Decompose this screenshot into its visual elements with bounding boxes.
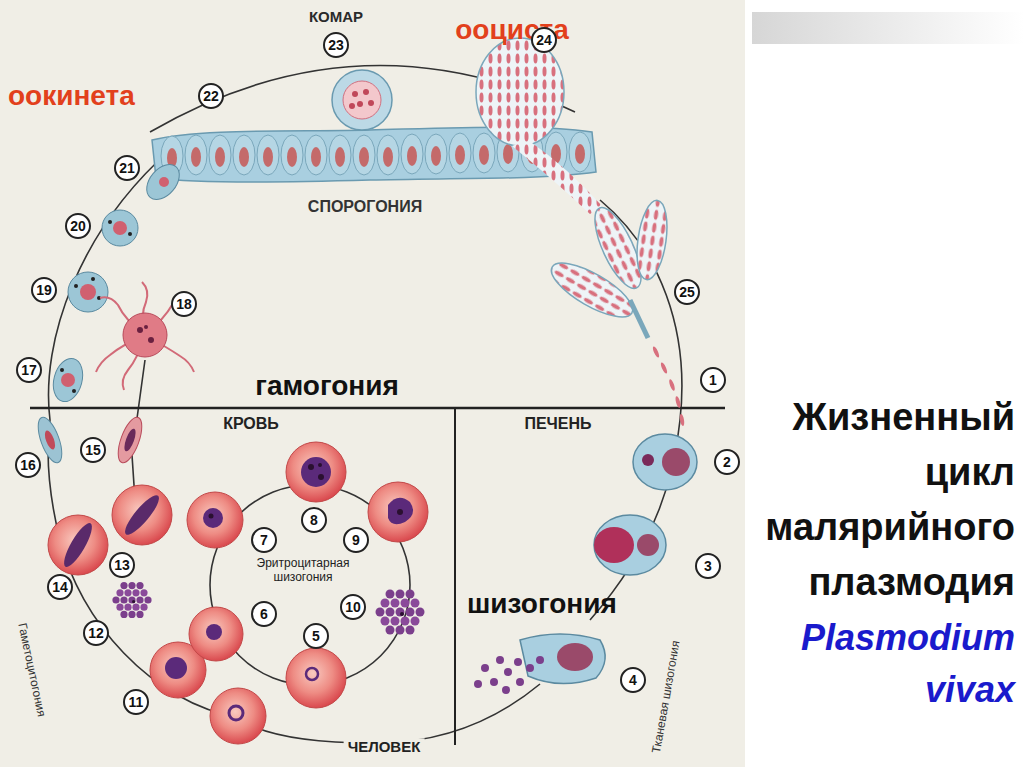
callout-number: 8 [301,507,327,533]
callout-number: 21 [114,155,140,181]
callout-number: 23 [323,32,349,58]
callout-number: 15 [80,437,106,463]
callout-number: 24 [531,27,557,53]
erythrocytic-cycle-cells [187,442,430,708]
stage-label: оокинета [8,80,135,112]
cycle-lines [48,66,682,743]
salivary-glands [544,198,685,426]
callout-number: 19 [31,277,57,303]
callout-number: 4 [620,667,646,693]
callout-number: 10 [340,594,366,620]
phase-label: СПОРОГОНИЯ [308,198,422,216]
host-label: КОМАР [309,8,363,25]
callout-number: 1 [700,367,726,393]
phase-label: гамогония [255,370,399,402]
callout-number: 3 [695,553,721,579]
callout-number: 20 [65,213,91,239]
callout-number: 13 [109,552,135,578]
blood-gametocytes [33,414,266,744]
callout-number: 2 [714,449,740,475]
callout-number: 14 [47,574,73,600]
callout-number: 16 [15,452,41,478]
callout-number: 11 [123,689,149,715]
callout-number: 12 [83,620,109,646]
phase-label: шизогония [467,588,617,620]
mosquito-stages [49,158,186,405]
liver-cells [474,434,697,694]
species-name: Plasmodium vivax [735,612,1015,716]
diagram-title: Жизненный цикл малярийного плазмодия [725,390,1015,610]
region-label: КРОВЬ [223,415,279,433]
callout-number: 25 [674,279,700,305]
callout-number: 5 [303,623,329,649]
region-label: ПЕЧЕНЬ [524,415,591,433]
callout-number: 18 [171,291,197,317]
callout-number: 7 [251,527,277,553]
mature-oocyst [476,38,602,214]
callout-number: 17 [16,357,42,383]
callout-number: 22 [198,83,224,109]
oocyst [332,70,392,130]
callout-number: 6 [251,601,277,627]
tissue-divider [454,408,456,745]
host-label: ЧЕЛОВЕК [344,738,425,755]
phase-label: Эритроцитарная шизогония [243,556,363,584]
picture-ground [0,0,745,767]
callout-number: 9 [343,527,369,553]
header-bar [752,12,1024,44]
host-divider [30,407,725,410]
